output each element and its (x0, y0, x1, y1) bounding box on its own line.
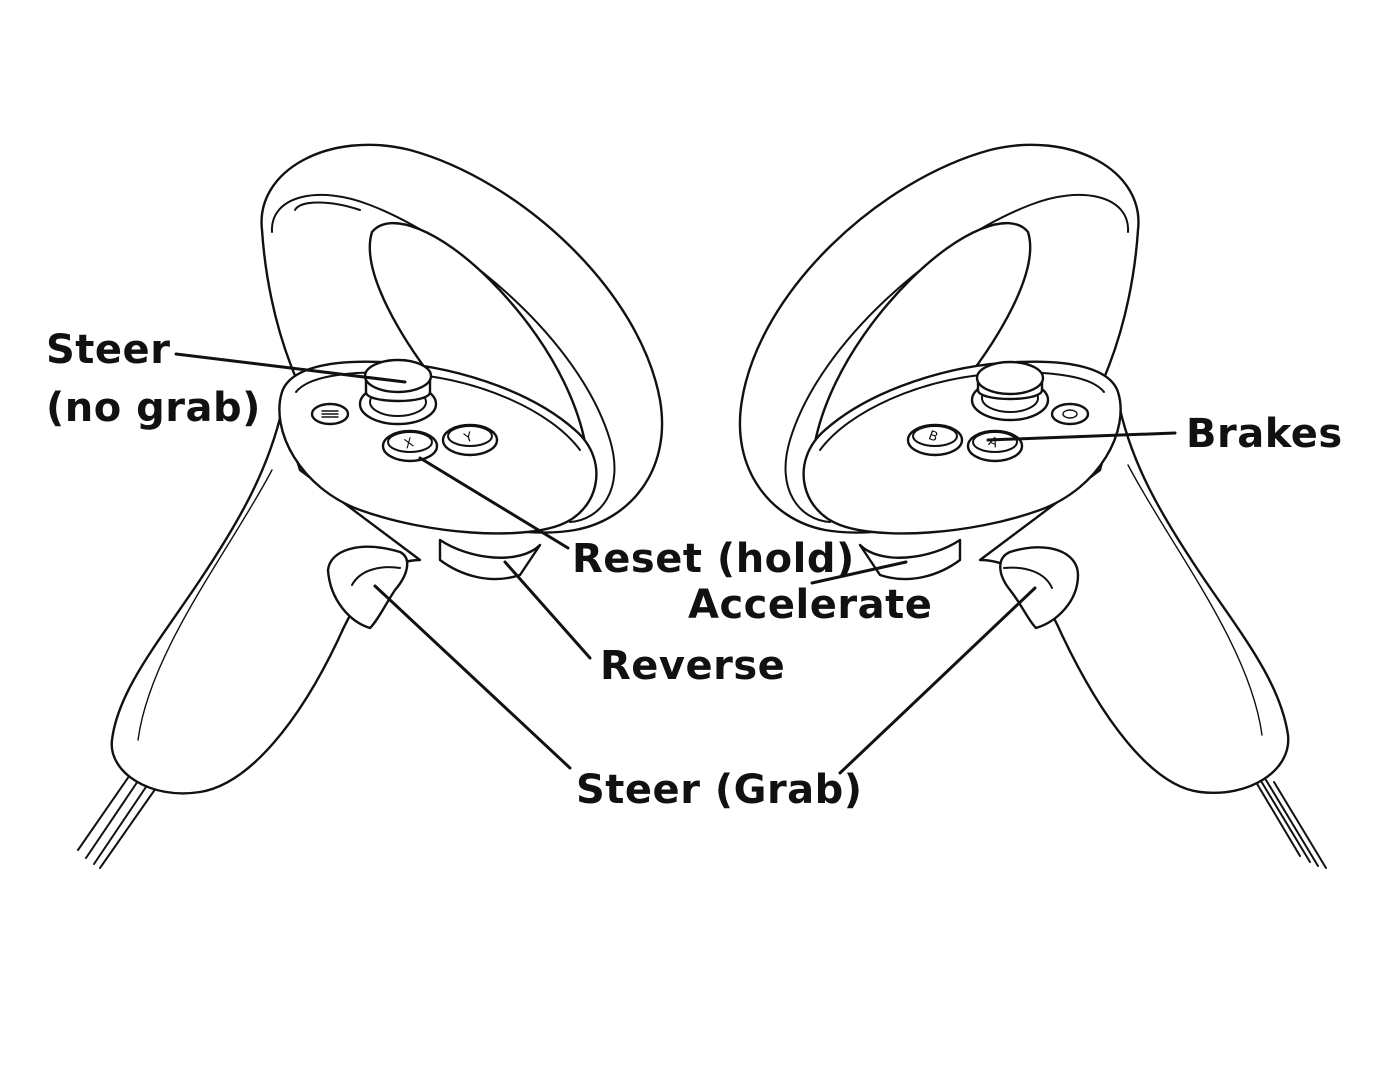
left-y-button: Y (441, 423, 499, 457)
leader-steer-no-grab (174, 352, 407, 384)
left-controller: X Y (77, 143, 664, 869)
right-b-button: B (906, 423, 964, 457)
leader-accelerate (810, 560, 908, 585)
leader-reverse (503, 560, 592, 660)
leader-lines (174, 352, 1177, 775)
label-accelerate: Accelerate (688, 582, 933, 628)
left-handle (110, 408, 422, 795)
right-thumbstick (970, 360, 1050, 422)
leader-steer-grab-right (838, 586, 1037, 775)
right-controller: B A (738, 143, 1327, 869)
left-cable (77, 771, 157, 869)
right-oculus-button (1050, 402, 1090, 426)
label-reverse: Reverse (600, 643, 786, 689)
left-x-button: X (381, 429, 439, 463)
label-steer-no-grab-line2: (no grab) (46, 385, 261, 431)
right-a-button: A (966, 429, 1024, 463)
label-steer-grab: Steer (Grab) (576, 767, 863, 813)
left-thumbstick (358, 358, 438, 426)
label-steer-no-grab-line1: Steer (46, 327, 171, 373)
right-cable (1249, 771, 1327, 869)
label-reset-hold: Reset (hold) (572, 536, 855, 582)
leader-steer-grab-left (373, 584, 572, 770)
leader-reset-hold (418, 456, 570, 550)
leader-brakes (986, 431, 1177, 442)
left-menu-button (310, 402, 350, 426)
label-brakes: Brakes (1186, 411, 1343, 457)
